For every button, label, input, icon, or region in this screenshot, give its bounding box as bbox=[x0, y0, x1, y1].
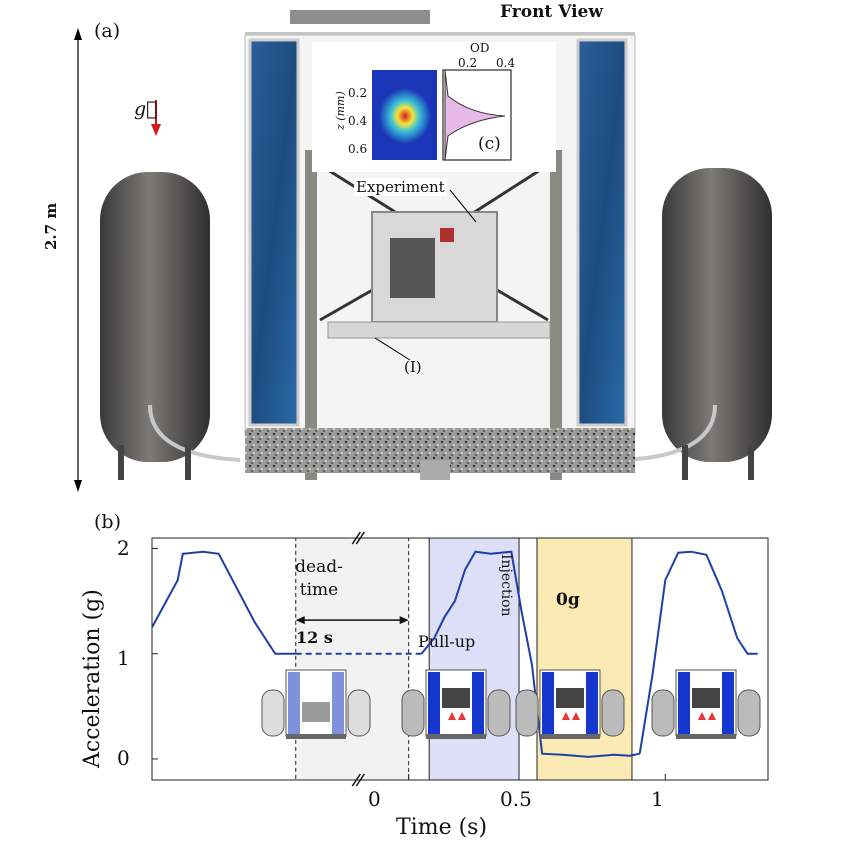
z-tick-1: 0.2 bbox=[348, 86, 368, 100]
dead-time-label: dead- time bbox=[295, 557, 343, 600]
atom-cloud-image bbox=[379, 88, 431, 144]
platform bbox=[327, 321, 551, 339]
axis-break-bottom-2 bbox=[355, 773, 365, 787]
y-tick-1: 1 bbox=[117, 646, 130, 670]
plot-frame bbox=[151, 537, 769, 781]
top-bar bbox=[290, 10, 430, 24]
experiment-label: Experiment bbox=[354, 178, 447, 196]
x-tick-0: 0 bbox=[368, 787, 381, 811]
od-tick-2: 0.4 bbox=[496, 56, 516, 70]
view-title: Front View bbox=[500, 2, 603, 22]
y-axis-label: Acceleration (g) bbox=[80, 589, 105, 768]
od-profile bbox=[444, 69, 506, 161]
z-tick-2: 0.4 bbox=[348, 114, 368, 128]
apparatus-icon-1 bbox=[401, 669, 511, 739]
bracket-label: (I) bbox=[404, 358, 422, 376]
apparatus-icon-2 bbox=[515, 669, 625, 739]
series-line-2 bbox=[420, 550, 640, 758]
right-tank bbox=[662, 168, 772, 462]
zero-g-label: 0g bbox=[556, 590, 580, 610]
injection-label: Injection bbox=[498, 554, 514, 617]
series-line-3 bbox=[638, 550, 758, 754]
left-panel bbox=[248, 38, 300, 427]
region-pull-up bbox=[428, 537, 520, 781]
x-tick-2: 1 bbox=[651, 787, 664, 811]
series-line-0 bbox=[151, 550, 296, 655]
axis-break-top-2 bbox=[355, 531, 365, 545]
pull-up-label: Pull-up bbox=[418, 632, 476, 651]
od-label: OD bbox=[470, 41, 490, 55]
gravity-label: g⃗ bbox=[134, 98, 158, 120]
left-tank bbox=[100, 172, 210, 462]
region-0g bbox=[536, 537, 633, 781]
region-dead-time bbox=[295, 537, 410, 781]
inset-c-label: (c) bbox=[478, 134, 501, 154]
apparatus-icon-0 bbox=[261, 669, 371, 739]
apparatus-icon-3 bbox=[651, 669, 761, 739]
z-tick-3: 0.6 bbox=[348, 142, 368, 156]
axis-break-bottom-1 bbox=[351, 773, 361, 787]
right-panel bbox=[576, 38, 628, 427]
panel-b-label: (b) bbox=[94, 511, 121, 533]
dead-time-arrowhead-left bbox=[295, 616, 305, 625]
y-tick-2: 2 bbox=[117, 536, 130, 560]
x-axis-label: Time (s) bbox=[396, 815, 488, 840]
axis-break-top-1 bbox=[351, 531, 361, 545]
od-tick-1: 0.2 bbox=[458, 56, 478, 70]
dead-time-value: 12 s bbox=[296, 628, 333, 647]
dead-time-arrowhead-right bbox=[399, 616, 409, 625]
apparatus-front-view bbox=[74, 10, 772, 492]
x-tick-1: 0.5 bbox=[500, 787, 532, 811]
panel-a-label: (a) bbox=[94, 20, 121, 42]
y-tick-0: 0 bbox=[117, 746, 130, 770]
